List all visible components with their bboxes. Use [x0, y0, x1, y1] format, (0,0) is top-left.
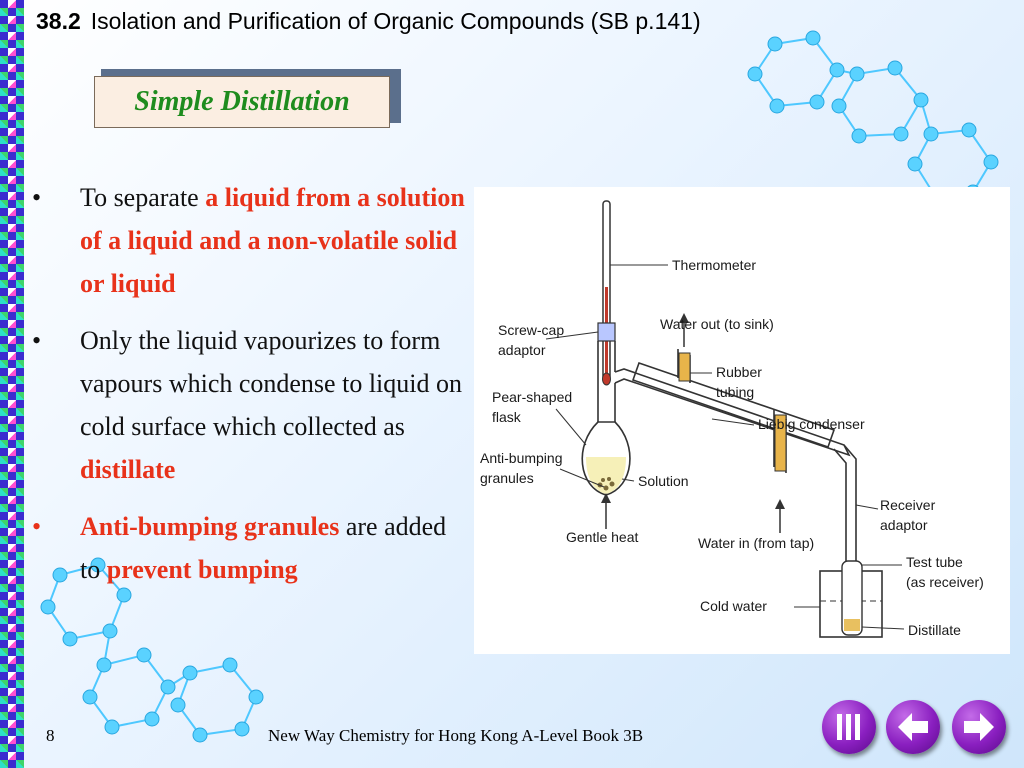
page-number: 8 — [46, 726, 55, 745]
label-test-tube-line2: (as receiver) — [906, 574, 984, 590]
distillation-apparatus: Thermometer Screw-cap adaptor Water out … — [480, 200, 984, 638]
label-distillate: Distillate — [908, 622, 961, 638]
bullet-highlight: Anti-bumping granules — [80, 512, 340, 541]
anti-bumping-granules — [597, 477, 615, 491]
label-cold-water: Cold water — [700, 598, 767, 614]
label-rubber-line2: tubing — [716, 384, 754, 400]
label-test-tube: Test tube — [906, 554, 963, 570]
previous-arrow-icon — [898, 713, 928, 741]
section-number: 38.2 — [36, 8, 81, 34]
next-arrow-icon — [964, 713, 994, 741]
bullet-dot: • — [32, 512, 42, 541]
section-title: Isolation and Purification of Organic Co… — [90, 8, 701, 34]
bullet-highlight: distillate — [80, 455, 176, 484]
label-screw-cap: Screw-cap — [498, 322, 564, 338]
molecule-decoration-top — [747, 30, 999, 200]
rubber-tubing-top — [678, 352, 691, 382]
next-slide-button[interactable] — [952, 700, 1006, 754]
label-receiver-line2: adaptor — [880, 517, 928, 533]
bullet-text: To separate — [80, 183, 206, 212]
label-receiver: Receiver — [880, 497, 936, 513]
test-tube — [841, 560, 863, 636]
slide-title-box: Simple Distillation — [94, 76, 390, 128]
label-pear: Pear-shaped — [492, 389, 572, 405]
bullet-item: • To separate a liquid from a solution o… — [30, 176, 470, 305]
thermometer-icon — [602, 200, 611, 386]
slide-header: 38.2 Isolation and Purification of Organi… — [36, 8, 701, 35]
footer-book-title: New Way Chemistry for Hong Kong A-Level … — [268, 726, 644, 745]
label-water-in: Water in (from tap) — [698, 535, 814, 551]
label-pear-line2: flask — [492, 409, 522, 425]
decorative-strip — [0, 0, 24, 768]
receiver-adaptor — [833, 444, 857, 580]
first-slide-button[interactable] — [822, 700, 876, 754]
label-rubber: Rubber — [716, 364, 762, 380]
label-liebig: Liebig condenser — [758, 416, 865, 432]
label-thermometer: Thermometer — [672, 257, 756, 273]
label-anti-bumping: Anti-bumping — [480, 450, 563, 466]
bullet-highlight-end: prevent bumping — [106, 555, 298, 584]
bullet-item: • Only the liquid vapourizes to form vap… — [30, 319, 470, 491]
screw-cap-adaptor — [597, 322, 616, 342]
label-gentle-heat: Gentle heat — [566, 529, 638, 545]
rubber-tubing-bottom — [774, 414, 787, 472]
bullet-text: are added to — [80, 512, 447, 584]
bullet-dot: • — [32, 183, 42, 212]
label-anti-bumping-line2: granules — [480, 470, 534, 486]
bullet-highlight: a liquid from a solution of a liquid and… — [80, 183, 465, 298]
label-solution: Solution — [638, 473, 689, 489]
label-water-out: Water out (to sink) — [660, 316, 774, 332]
bullet-list: • To separate a liquid from a solution o… — [30, 176, 470, 605]
distillation-diagram: Thermometer Screw-cap adaptor Water out … — [474, 187, 1010, 654]
bullet-text: Only the liquid vapourizes to form vapou… — [80, 326, 462, 441]
bullet-dot: • — [32, 326, 42, 355]
label-screw-cap-line2: adaptor — [498, 342, 546, 358]
distillate-liquid — [844, 619, 860, 631]
first-slide-icon — [837, 714, 860, 740]
previous-slide-button[interactable] — [886, 700, 940, 754]
bullet-item: • Anti-bumping granules are added to pre… — [30, 505, 470, 591]
slide-title: Simple Distillation — [134, 86, 350, 117]
